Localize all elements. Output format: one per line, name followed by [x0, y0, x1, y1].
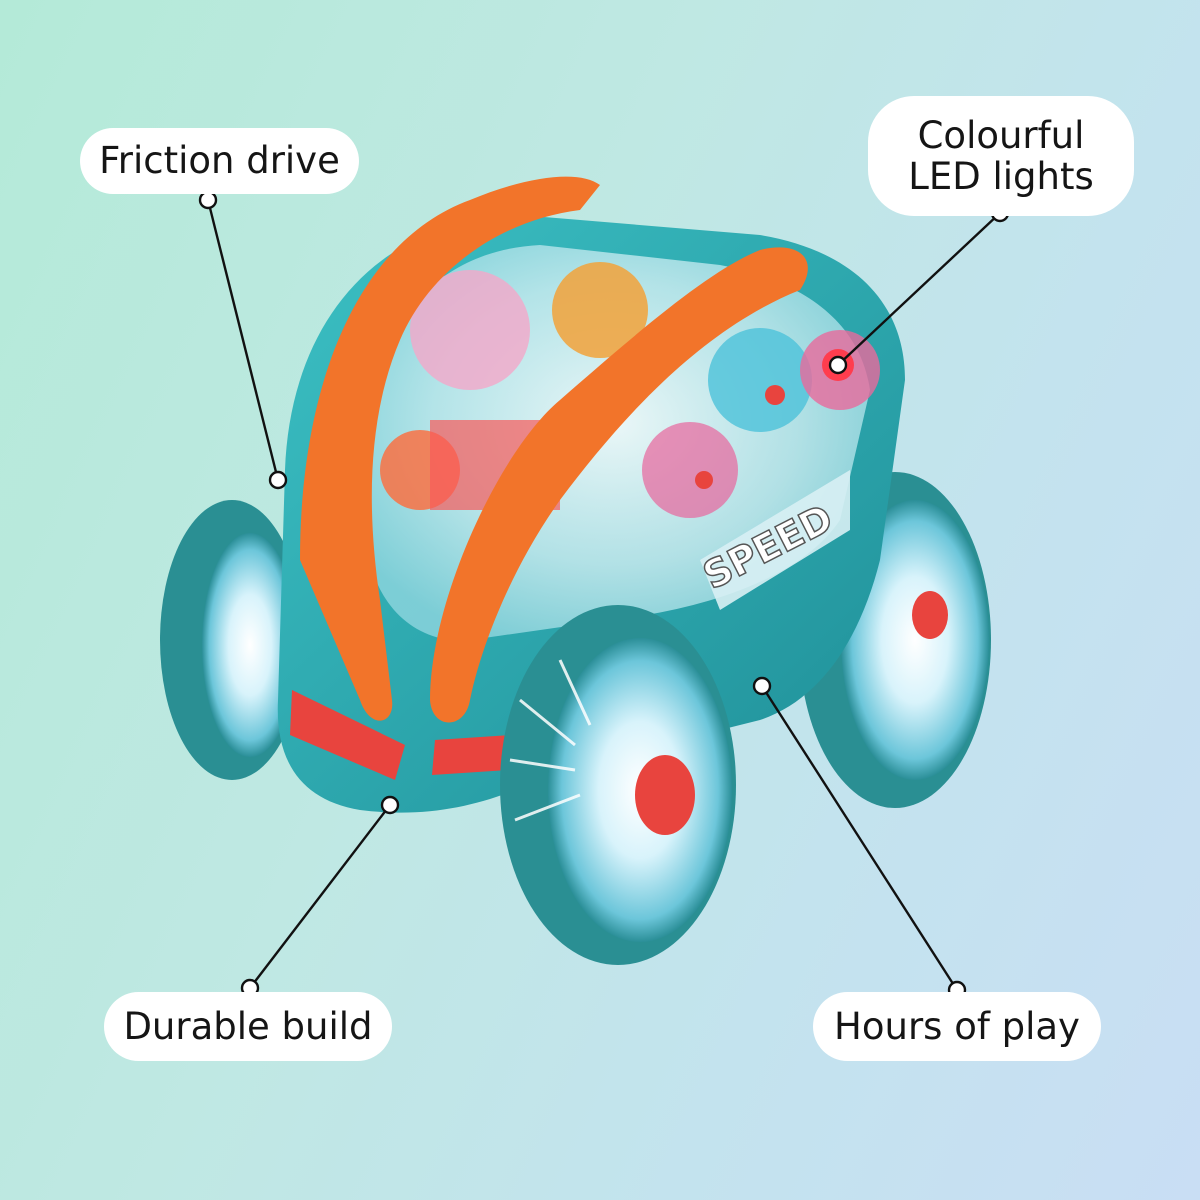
callout-colourful-led-lights-label: Colourful LED lights	[908, 113, 1094, 198]
tail-lights	[290, 690, 510, 780]
right-roll-bar	[430, 247, 808, 723]
callout-colourful-led-lights: Colourful LED lights	[868, 96, 1134, 216]
callout-friction-drive-label: Friction drive	[99, 139, 340, 183]
front-hub-light	[635, 755, 695, 835]
callout-friction-drive: Friction drive	[80, 128, 359, 194]
callout-durable-build: Durable build	[104, 992, 392, 1061]
rear-hub-light	[912, 591, 948, 639]
rear-left-wheel	[160, 500, 304, 780]
left-roll-bar	[300, 176, 600, 721]
front-right-wheel	[500, 605, 736, 965]
callout-hours-of-play: Hours of play	[813, 992, 1101, 1061]
callout-durable-build-label: Durable build	[123, 1004, 373, 1048]
callout-hours-of-play-label: Hours of play	[834, 1004, 1080, 1048]
